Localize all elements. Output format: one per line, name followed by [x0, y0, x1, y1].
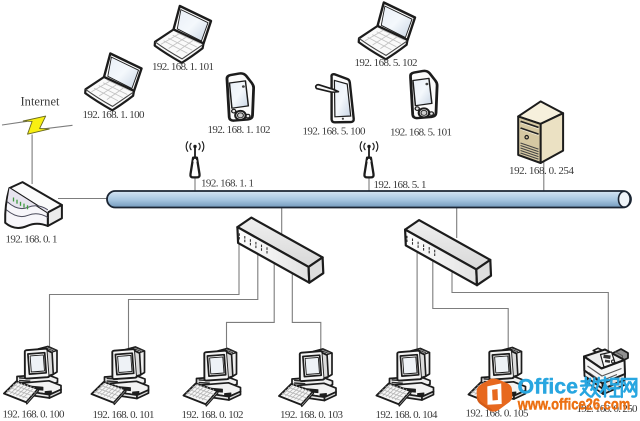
svg-text:192. 168. 0. 101: 192. 168. 0. 101 [93, 409, 155, 421]
svg-text:192. 168. 0. 104: 192. 168. 0. 104 [376, 409, 439, 421]
svg-text:192. 168. 1. 102: 192. 168. 1. 102 [208, 124, 271, 136]
svg-text:192. 168. 5. 1: 192. 168. 5. 1 [374, 179, 427, 191]
svg-text:www.office26.com: www.office26.com [517, 397, 630, 414]
svg-text:192. 168. 0. 105: 192. 168. 0. 105 [466, 408, 530, 420]
svg-text:192. 168. 1. 1: 192. 168. 1. 1 [201, 178, 254, 190]
svg-text:192. 168. 0. 254: 192. 168. 0. 254 [509, 165, 575, 177]
svg-text:192. 168. 1. 101: 192. 168. 1. 101 [152, 61, 214, 73]
svg-text:192. 168. 0. 103: 192. 168. 0. 103 [280, 409, 344, 421]
svg-text:192. 168. 0. 1: 192. 168. 0. 1 [6, 234, 58, 246]
svg-text:192. 168. 5. 100: 192. 168. 5. 100 [303, 126, 367, 138]
svg-text:192. 168. 0. 100: 192. 168. 0. 100 [3, 409, 66, 421]
svg-text:Office: Office [518, 374, 579, 398]
svg-text:192. 168. 0. 102: 192. 168. 0. 102 [182, 409, 244, 421]
svg-text:192. 168. 5. 102: 192. 168. 5. 102 [355, 57, 418, 69]
svg-text:192. 168. 0. 250: 192. 168. 0. 250 [577, 403, 639, 415]
svg-text:192. 168. 5. 101: 192. 168. 5. 101 [390, 126, 452, 138]
svg-text:192. 168. 1. 100: 192. 168. 1. 100 [83, 109, 146, 121]
svg-text:Internet: Internet [21, 95, 61, 109]
